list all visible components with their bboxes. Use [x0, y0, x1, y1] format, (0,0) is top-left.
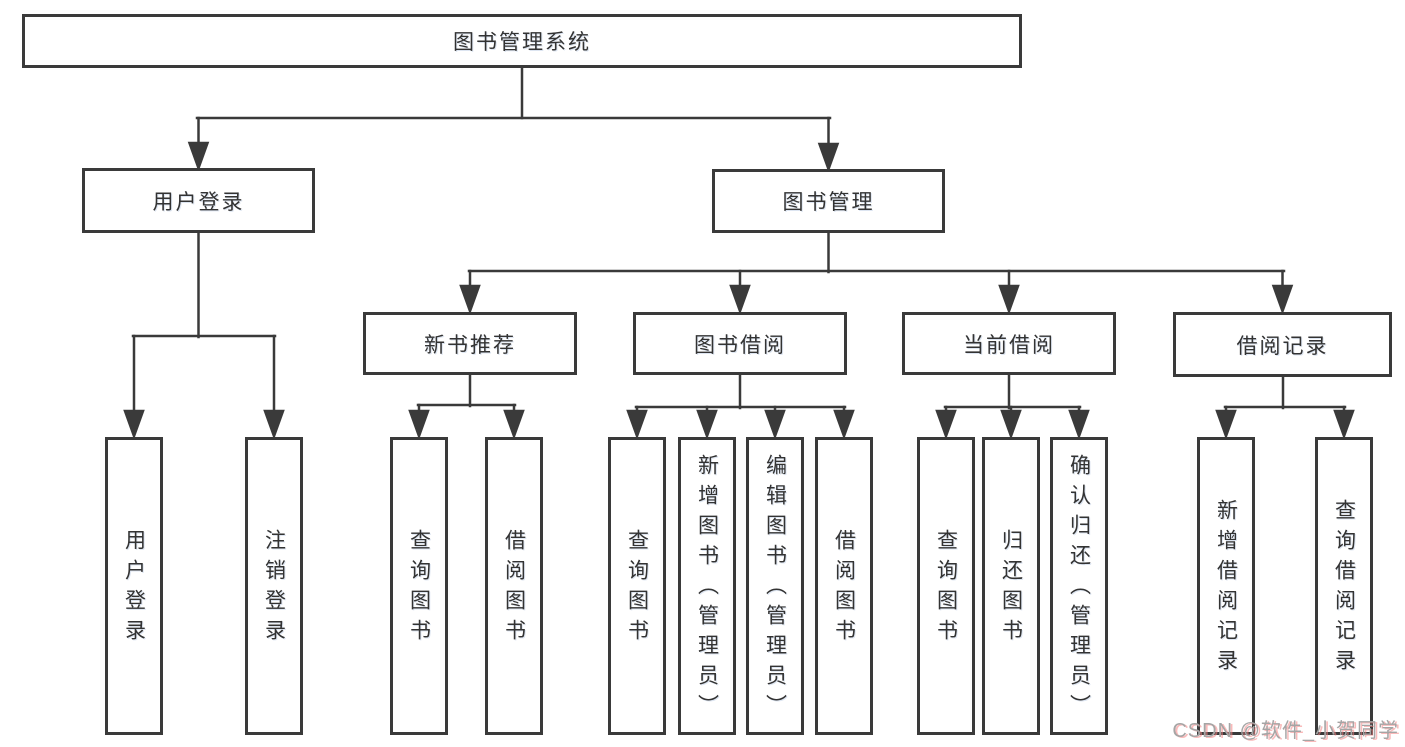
leaf-borrow-books-borrow: 借阅图书	[815, 437, 873, 735]
leaf-query-books-current: 查询图书	[917, 437, 975, 735]
node-book-management: 图书管理	[712, 169, 945, 233]
connector-book-management-children	[459, 230, 1294, 315]
connector-new-book-children	[408, 373, 525, 440]
node-new-book-recommendation: 新书推荐	[363, 312, 577, 375]
connector-borrow-record-children	[1215, 375, 1355, 440]
node-borrowing-records: 借阅记录	[1173, 312, 1392, 377]
leaf-edit-books-admin: 编辑图书（管理员）	[746, 437, 804, 735]
node-user-login: 用户登录	[82, 168, 315, 233]
leaf-user-login: 用户登录	[105, 437, 163, 735]
connector-book-borrow-children	[626, 373, 855, 440]
leaf-confirm-return-admin: 确认归还（管理员）	[1050, 437, 1108, 735]
node-book-borrowing: 图书借阅	[633, 312, 847, 375]
connector-root-to-level2	[187, 66, 840, 173]
csdn-watermark: CSDN @软件_小贺同学	[1172, 720, 1399, 742]
leaf-query-borrow-record: 查询借阅记录	[1315, 437, 1373, 735]
leaf-borrow-books-newbook: 借阅图书	[485, 437, 543, 735]
leaf-logout-login: 注销登录	[245, 437, 303, 735]
leaf-query-books-newbook: 查询图书	[390, 437, 448, 735]
leaf-add-books-admin: 新增图书（管理员）	[678, 437, 736, 735]
connector-user-login-children	[123, 230, 285, 440]
leaf-return-books: 归还图书	[982, 437, 1040, 735]
node-current-borrowing: 当前借阅	[902, 312, 1116, 375]
leaf-query-books-borrow: 查询图书	[608, 437, 666, 735]
connector-current-borrow-children	[935, 373, 1090, 440]
node-library-management-system: 图书管理系统	[22, 14, 1022, 68]
leaf-add-borrow-record: 新增借阅记录	[1197, 437, 1255, 735]
